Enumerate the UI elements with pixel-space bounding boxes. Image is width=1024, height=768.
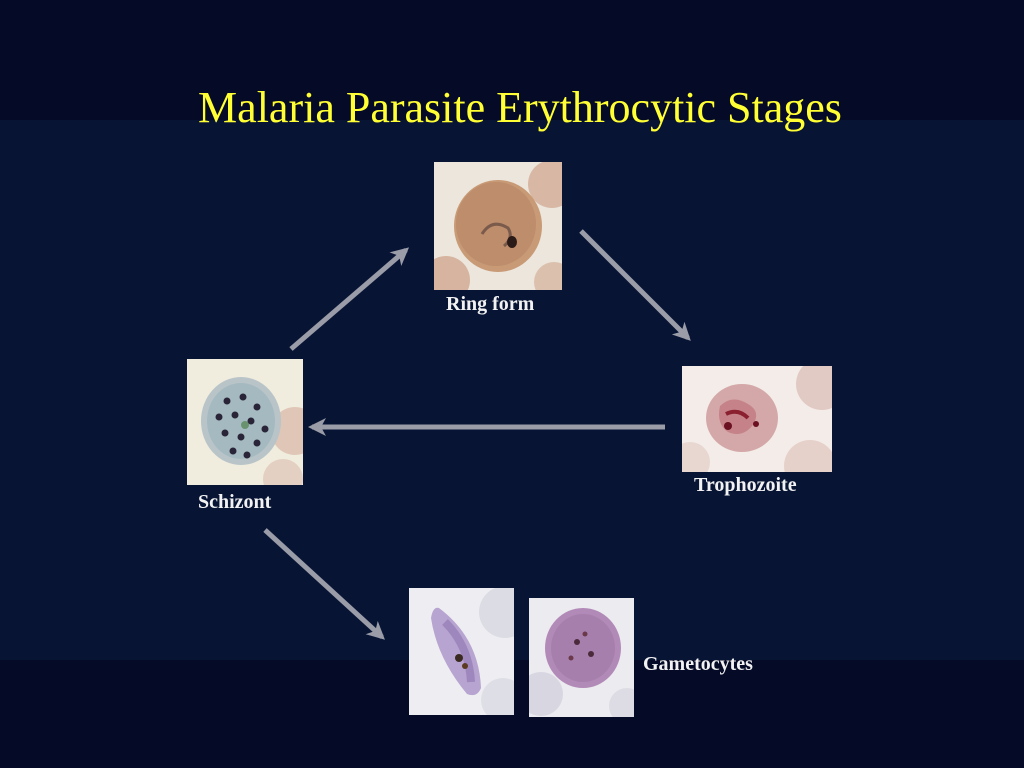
schizont-label: Schizont	[198, 491, 272, 513]
schizont-image	[187, 359, 303, 485]
trophozoite-image	[682, 366, 832, 472]
arrow-schizont-to-ring	[289, 247, 410, 351]
slide-title: Malaria Parasite Erythrocytic Stages	[198, 83, 842, 132]
trophozoite-label: Trophozoite	[694, 474, 797, 496]
gametocyte-round-image	[529, 598, 634, 717]
ring-form-label: Ring form	[446, 293, 535, 315]
arrow-ring-to-trophozoite	[579, 229, 691, 341]
arrow-schizont-to-gametocytes	[263, 528, 385, 640]
gametocyte-crescent-image	[409, 588, 514, 715]
gametocytes-label: Gametocytes	[643, 653, 753, 675]
ring-form-image	[434, 162, 562, 290]
